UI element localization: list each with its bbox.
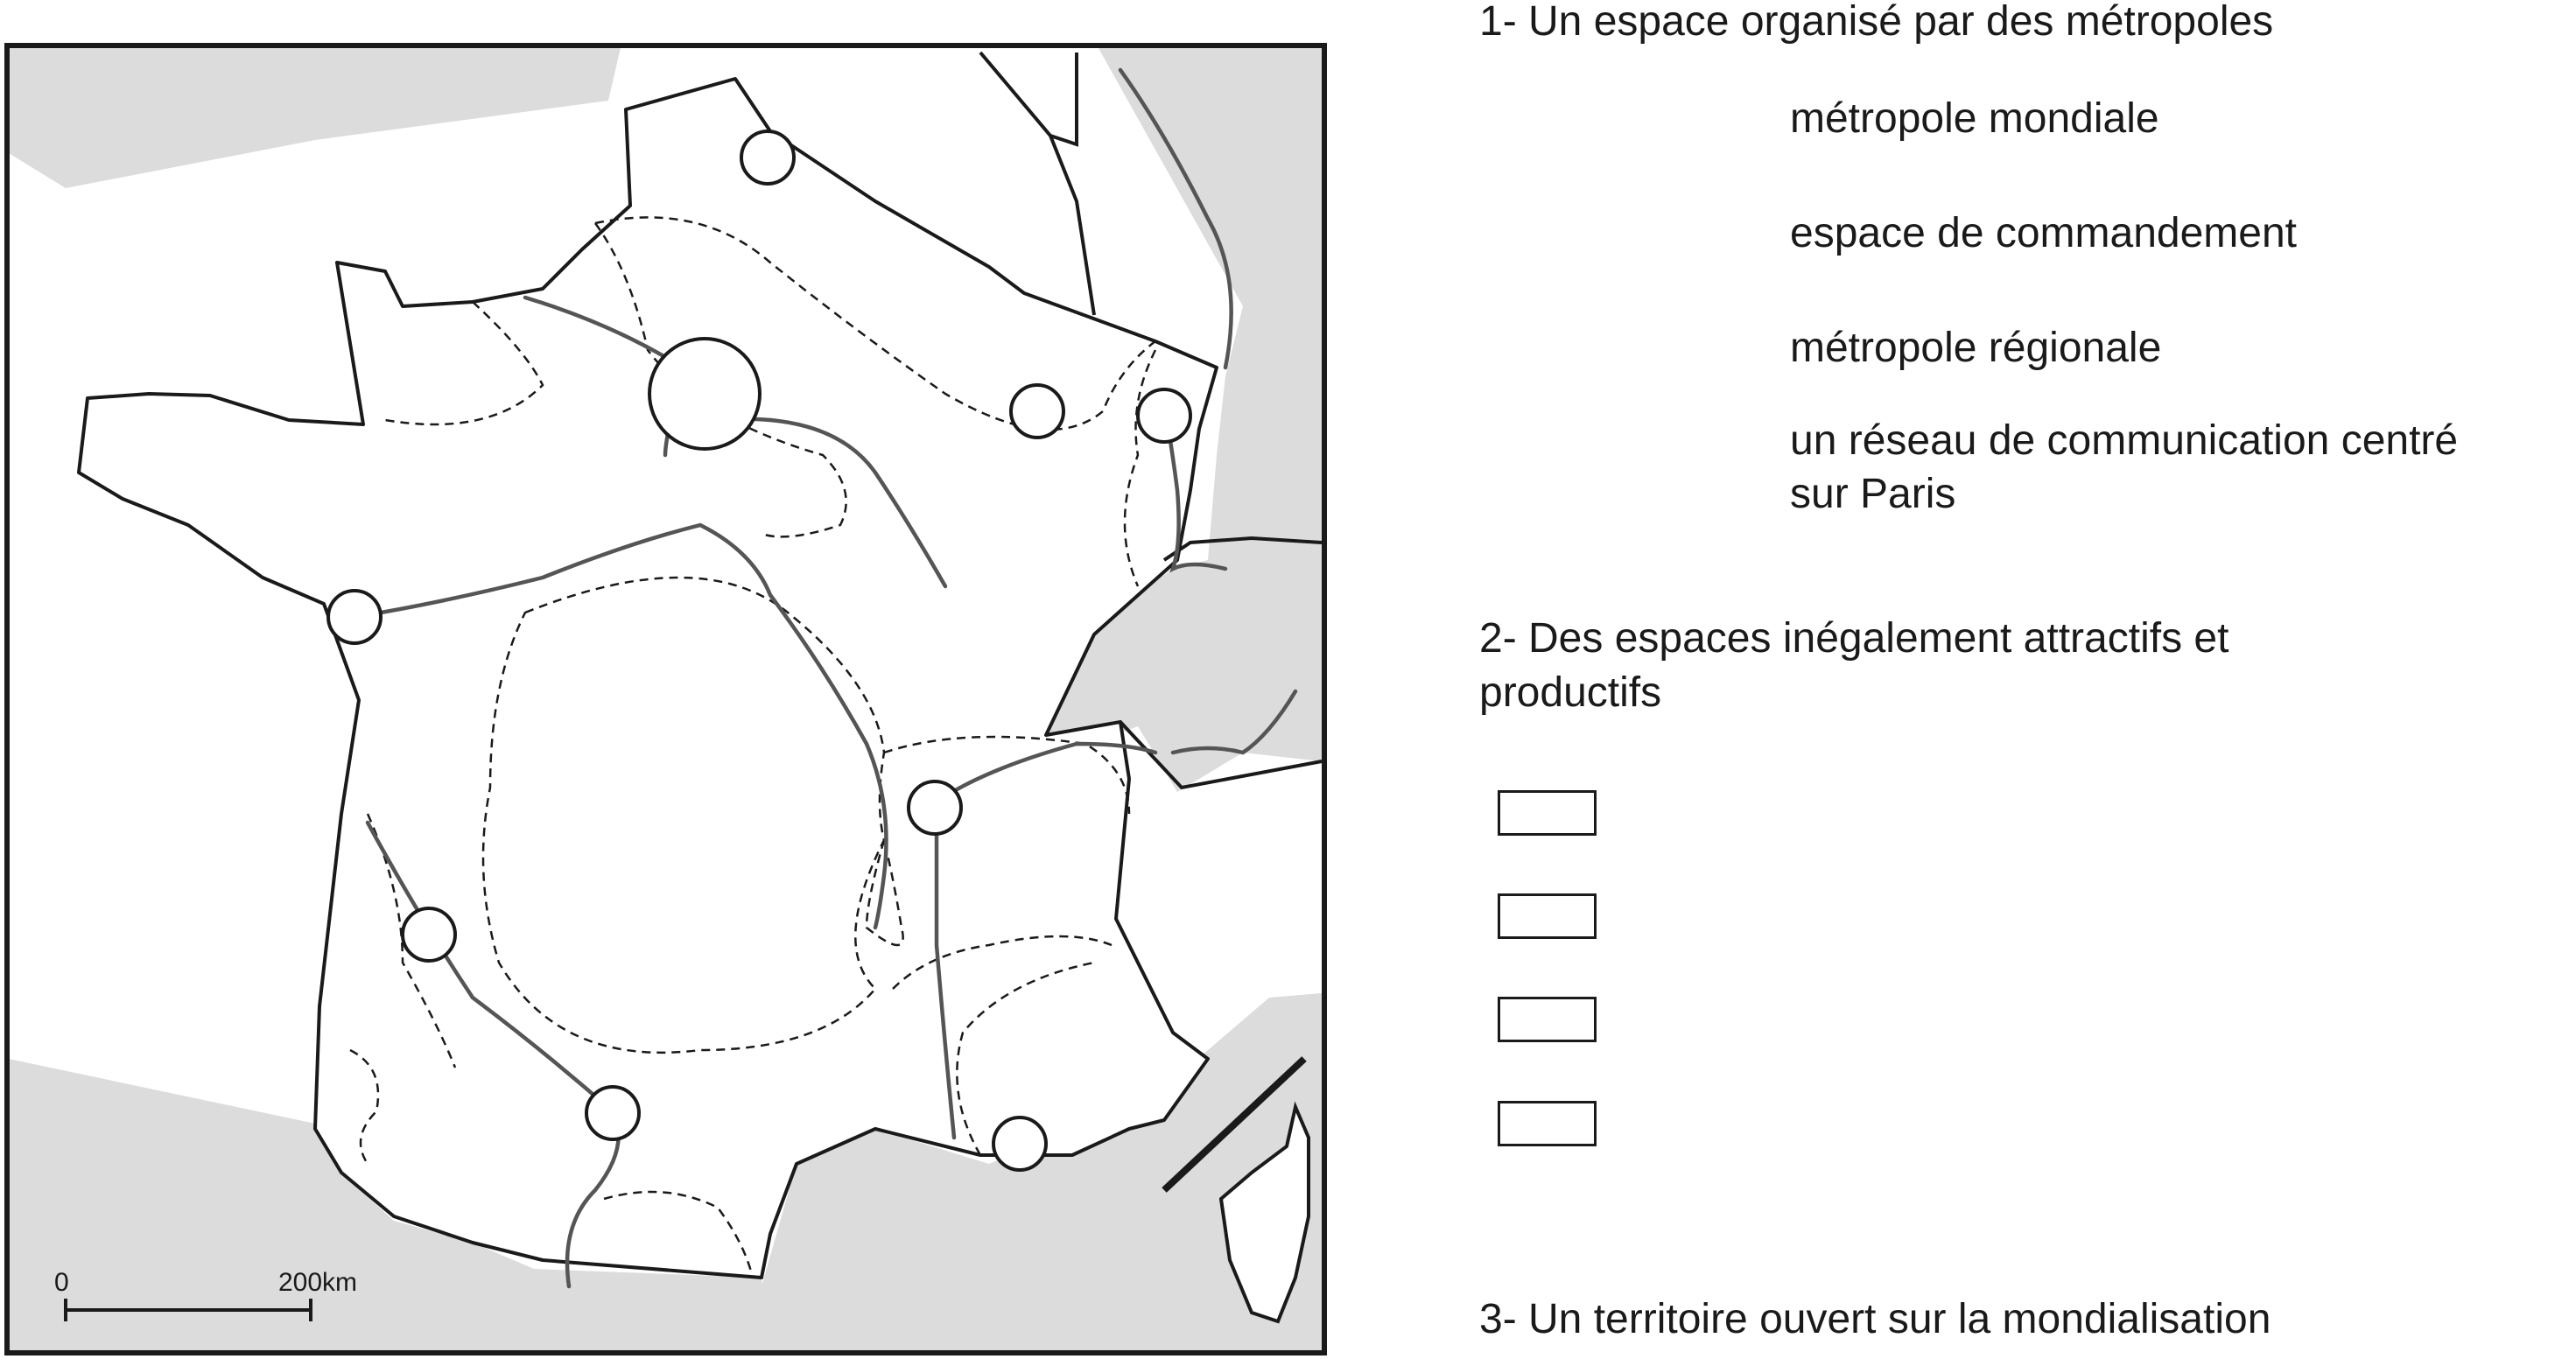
border-lux [1049, 135, 1096, 316]
legend-section1-title: 1- Un espace organisé par des métropoles [1479, 0, 2274, 45]
sea-atlantique-south [9, 1059, 770, 1355]
legend-item-reseau-line2: sur Paris [1790, 471, 1956, 517]
metropole-regionale-bordeaux [401, 907, 457, 963]
scale-end-label: 200km [278, 1268, 357, 1297]
dashed-zones [349, 216, 1157, 1278]
legend-box-3 [1498, 997, 1597, 1042]
metropole-mondiale-paris [648, 337, 762, 451]
metropole-regionale-toulouse [585, 1085, 641, 1141]
scale-start-label: 0 [54, 1268, 69, 1297]
legend-item-metropole-mondiale: métropole mondiale [1790, 95, 2159, 142]
corsica-scale-bar [1162, 1056, 1307, 1193]
legend-section3-title: 3- Un territoire ouvert sur la mondialis… [1479, 1296, 2271, 1342]
metropole-regionale-lille [740, 130, 796, 186]
legend-box-4 [1498, 1101, 1597, 1146]
legend-item-reseau-line1: un réseau de communication centré [1790, 417, 2459, 464]
sea-manche [9, 44, 621, 188]
metropole-regionale-lyon [907, 780, 963, 836]
metropoles [326, 130, 1192, 1172]
metropole-regionale-marseille [992, 1116, 1048, 1172]
scale-bar: 0 200km [54, 1268, 357, 1321]
legend-section2-title-line1: 2- Des espaces inégalement attractifs et [1479, 615, 2229, 662]
map-frame [4, 43, 1327, 1355]
france-outline [77, 77, 1218, 1279]
metropole-regionale-strasbourg [1136, 388, 1192, 444]
border-italy [1119, 720, 1323, 790]
legend-item-metropole-regionale: métropole régionale [1790, 325, 2162, 371]
legend-item-espace-commandement: espace de commandement [1790, 210, 2297, 256]
border-belgium [979, 51, 1078, 147]
corsica [1218, 1101, 1310, 1324]
legend-section2-title-line2: productifs [1479, 669, 1662, 716]
metropole-regionale-metz [1009, 383, 1065, 439]
neighbour-east-grey [1046, 48, 1322, 792]
legend-box-2 [1498, 893, 1597, 939]
metropole-regionale-nantes [326, 589, 383, 645]
legend-box-1 [1498, 790, 1597, 836]
france-blank-map: 0 200km [4, 43, 1327, 1355]
